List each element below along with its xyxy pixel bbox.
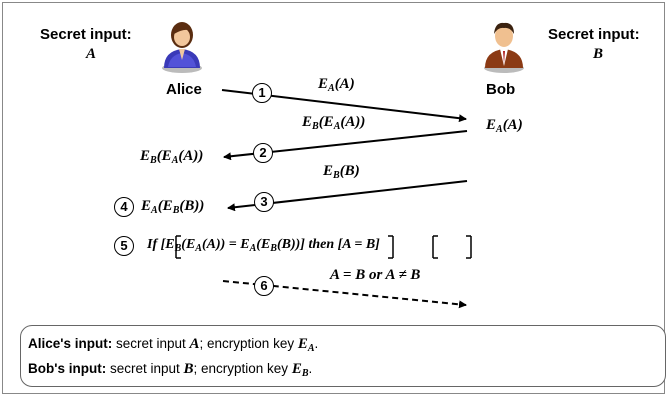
legend-bob-label: Bob's input: bbox=[28, 361, 107, 376]
alice-avatar-icon bbox=[162, 22, 202, 73]
step-1-message: EA(A) bbox=[318, 76, 355, 94]
step-4-alice-result: EA(EB(B)) bbox=[141, 198, 205, 216]
alice-secret-label: Secret input: bbox=[40, 26, 132, 43]
alice-secret-var: A bbox=[86, 46, 97, 62]
alice-name: Alice bbox=[166, 81, 202, 98]
step-2-message: EB(EA(A)) bbox=[302, 114, 366, 132]
bob-secret-var: B bbox=[593, 46, 604, 62]
step-1-badge: 1 bbox=[252, 83, 272, 103]
step-2-badge: 2 bbox=[253, 143, 273, 163]
bob-avatar-icon bbox=[484, 22, 524, 73]
legend-box: Alice's input: secret input A; encryptio… bbox=[20, 325, 666, 387]
bob-secret-label: Secret input: bbox=[548, 26, 640, 43]
legend-alice-line: Alice's input: secret input A; encryptio… bbox=[28, 336, 319, 354]
step-4-badge: 4 bbox=[114, 197, 134, 217]
step-6-message: A = B or A ≠ B bbox=[330, 267, 421, 283]
legend-alice-label: Alice's input: bbox=[28, 336, 113, 351]
bob-received: EA(A) bbox=[486, 117, 523, 135]
step-6-badge: 6 bbox=[254, 276, 274, 296]
step-5-condition: If [EB(EA(A)) = EA(EB(B))] then [A = B] bbox=[147, 237, 380, 254]
step-3-badge: 3 bbox=[254, 192, 274, 212]
step-5-badge: 5 bbox=[114, 236, 134, 256]
step-2-alice-result: EB(EA(A)) bbox=[140, 148, 204, 166]
step-3-message: EB(B) bbox=[323, 163, 360, 181]
bob-name: Bob bbox=[486, 81, 516, 98]
legend-bob-line: Bob's input: secret input B; encryption … bbox=[28, 361, 313, 379]
